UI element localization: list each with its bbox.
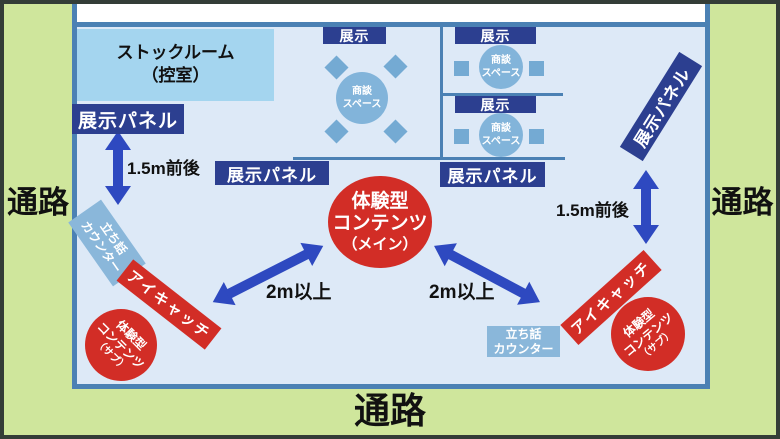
measurement-left-diagonal: 2m以上 [266,282,332,303]
measurement-right-vertical: 1.5m前後 [556,201,629,220]
aisle-label-left: 通路 [7,185,69,220]
sub-content-circle-left: 体験型 コンテンツ （サブ） [85,309,157,381]
exhibit-label-right-bottom: 展示 [455,96,536,113]
sub-content-circle-right: 体験型 コンテンツ （サブ） [611,297,685,371]
sub-content-text: 体験型 コンテンツ （サブ） [611,298,684,369]
counter-label: 立ち話 [505,326,542,341]
divider-horizontal-upper [441,93,563,96]
stockroom-sublabel: （控室） [141,66,210,85]
stockroom-label: ストックルーム [116,43,235,63]
main-content-label: （メイン） [342,235,418,253]
aisle-label-bottom: 通路 [353,390,426,431]
meeting-space-left: 商談 スペース [336,72,388,124]
aisle-bottom [4,388,776,435]
measurement-left-vertical: 1.5m前後 [127,159,200,178]
main-content-label: コンテンツ [332,213,428,235]
arrow-shaft [641,186,651,228]
exhibit-panel-top-left: 展示パネル [72,104,184,134]
meeting-space-label: 商談 [352,86,372,97]
divider-horizontal-lower [293,157,565,160]
arrow-head-icon [105,186,131,205]
measurement-right-diagonal: 2m以上 [429,282,495,303]
exhibit-panel-mid-center: 展示パネル [440,162,545,187]
meeting-space-label: スペース [342,99,382,110]
stockroom: ストックルーム （控室） [77,29,274,101]
exhibit-label-left: 展示 [323,27,386,44]
main-content-circle: 体験型 コンテンツ （メイン） [328,176,432,268]
meeting-space-label: スペース [481,68,521,79]
sub-content-text: 体験型 コンテンツ （サブ） [85,309,157,381]
meeting-space-right-bottom: 商談 スペース [479,113,523,157]
meeting-space-right-top: 商談 スペース [479,45,523,89]
arrow-shaft [113,147,123,189]
chair-icon [454,129,469,144]
counter-label: カウンター [493,341,554,356]
chair-icon [529,129,544,144]
meeting-space-label: スペース [481,136,521,147]
chair-icon [454,61,469,76]
standing-counter-right: 立ち話 カウンター [487,326,560,357]
aisle-left [4,4,72,435]
arrow-head-icon [633,225,659,244]
aisle-label-right: 通路 [711,185,774,220]
meeting-space-label: 商談 [491,123,511,134]
meeting-space-label: 商談 [491,55,511,66]
double-arrow-vertical-right [633,170,659,244]
exhibit-panel-mid-left: 展示パネル [215,161,329,185]
chair-icon [529,61,544,76]
aisle-right [709,4,776,435]
main-content-label: 体験型 [351,190,409,212]
exhibit-label-right-top: 展示 [455,27,536,44]
